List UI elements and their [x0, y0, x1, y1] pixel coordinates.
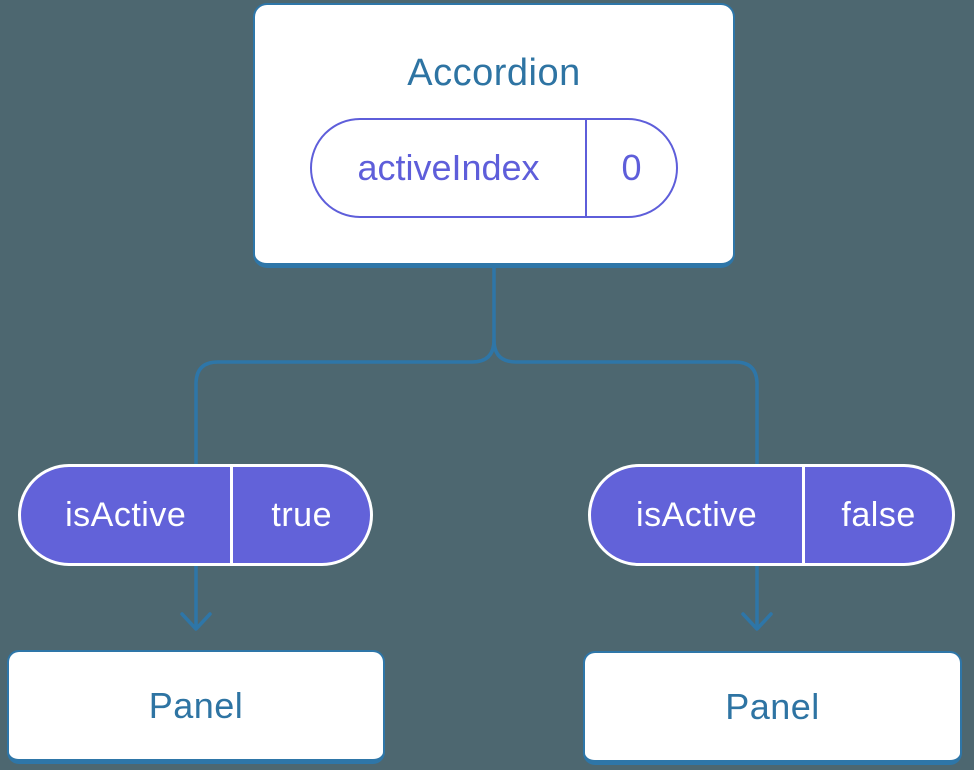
panel-node-title: Panel: [725, 685, 820, 727]
accordion-node-title: Accordion: [407, 52, 581, 94]
prop-pill-right: isActive false: [588, 464, 955, 566]
panel-node-title: Panel: [148, 684, 244, 726]
state-pill: activeIndex 0: [310, 118, 678, 218]
prop-name: isActive: [636, 495, 758, 534]
prop-value: false: [802, 467, 952, 563]
branch-line-left: [194, 264, 496, 470]
prop-value: true: [230, 467, 370, 563]
state-value: 0: [585, 120, 676, 216]
accordion-node: Accordion activeIndex 0: [253, 3, 735, 268]
state-name: activeIndex: [357, 147, 540, 188]
prop-pill-left: isActive true: [18, 464, 373, 566]
arrow-down-icon: [180, 564, 212, 631]
branch-line-right: [492, 338, 759, 470]
arrow-down-icon: [741, 564, 773, 631]
panel-node-right: Panel: [583, 651, 962, 765]
prop-name: isActive: [65, 495, 187, 534]
panel-node-left: Panel: [7, 650, 385, 764]
